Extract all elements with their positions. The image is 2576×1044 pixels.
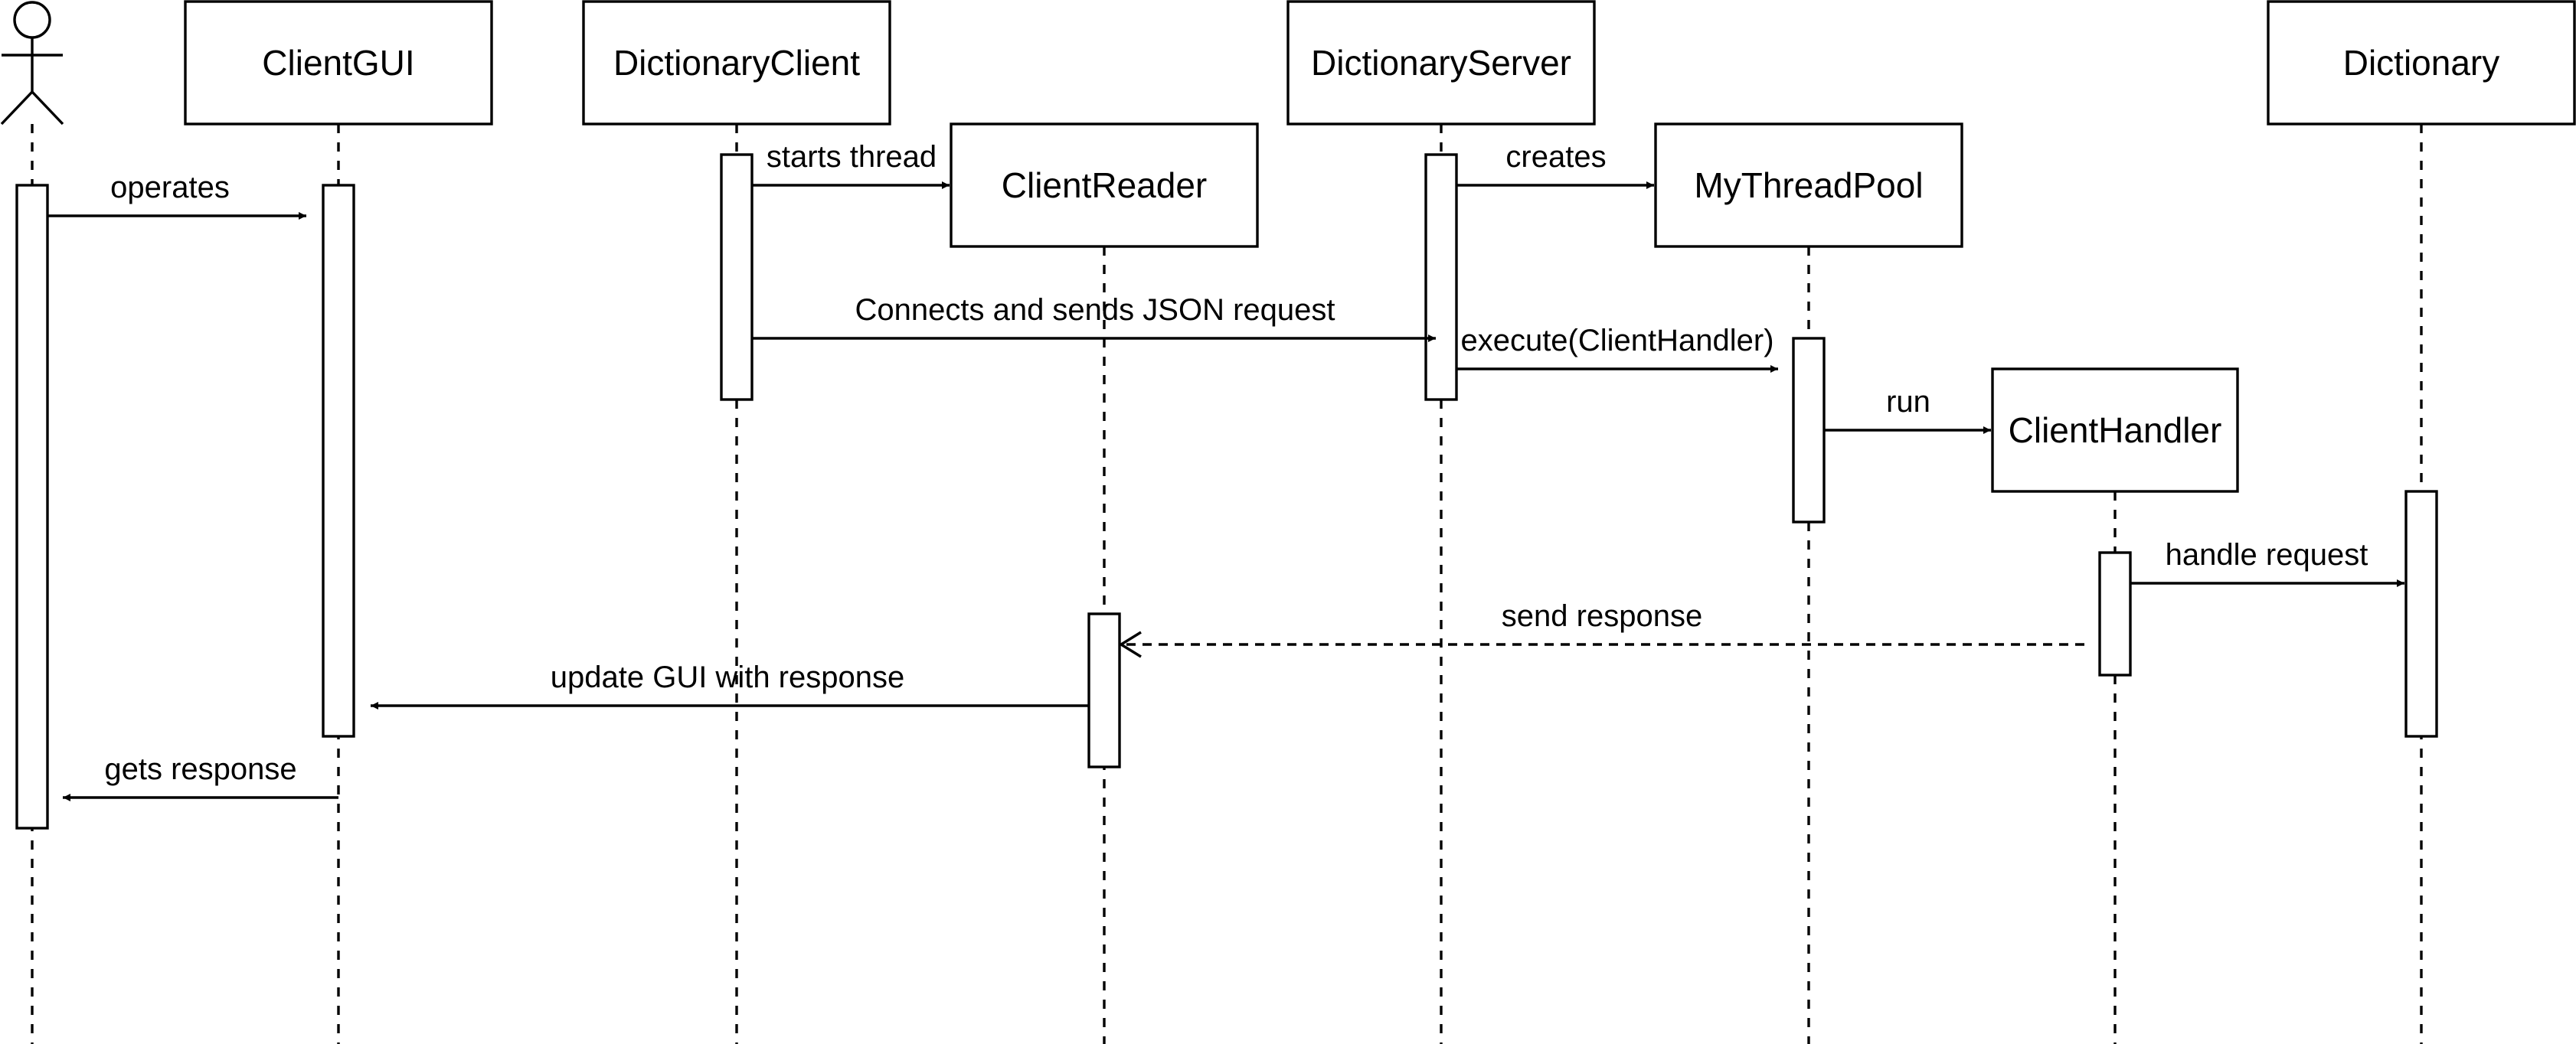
message-execute-clienthandler: execute(ClientHandler) [1456, 324, 1778, 373]
participant-label: ClientHandler [2009, 410, 2222, 450]
activation-clientgui [322, 184, 355, 738]
participant-dictionaryserver: DictionaryServer [1286, 0, 1596, 126]
activation-dictionaryserver [1424, 153, 1458, 401]
message-label: execute(ClientHandler) [1460, 324, 1773, 357]
message-label: starts thread [767, 140, 937, 174]
participant-clientgui: ClientGUI [184, 0, 493, 126]
participant-clientreader: ClientReader [950, 122, 1259, 248]
message-send-response: send response [1118, 599, 2084, 658]
participant-label: ClientReader [1002, 165, 1207, 205]
message-label: run [1886, 385, 1930, 419]
participant-label: ClientGUI [262, 43, 414, 83]
message-label: Connects and sends JSON request [855, 293, 1335, 327]
participant-mythreadpool: MyThreadPool [1654, 122, 1963, 248]
message-label: send response [1502, 599, 1702, 633]
activation-clientreader [1087, 612, 1121, 768]
message-operates: operates [47, 171, 306, 220]
message-handle-request: handle request [2130, 538, 2404, 587]
message-label: operates [110, 171, 230, 204]
activation-mythreadpool [1792, 337, 1826, 524]
activation-clienthandler [2098, 551, 2132, 677]
activation-dictionary [2404, 490, 2438, 738]
message-gets-response: gets response [63, 752, 338, 801]
message-creates: creates [1456, 140, 1654, 189]
participant-dictionary: Dictionary [2267, 0, 2576, 126]
participant-label: MyThreadPool [1694, 165, 1923, 205]
message-starts-thread: starts thread [752, 140, 950, 189]
activation-dictionaryclient [720, 153, 754, 401]
participant-label: Dictionary [2343, 43, 2500, 83]
participant-clienthandler: ClientHandler [1991, 367, 2239, 493]
participant-label: DictionaryServer [1311, 43, 1571, 83]
message-label: creates [1505, 140, 1606, 174]
message-label: gets response [104, 752, 296, 786]
message-label: update GUI with response [551, 661, 904, 694]
participant-label: DictionaryClient [613, 43, 860, 83]
activation-actor [15, 184, 49, 830]
message-connects-and-sends-json-request: Connects and sends JSON request [752, 293, 1436, 342]
actor-stick-figure-icon [0, 1, 64, 126]
participant-dictionaryclient: DictionaryClient [582, 0, 891, 126]
message-update-gui-with-response: update GUI with response [371, 661, 1089, 710]
message-label: handle request [2166, 538, 2368, 572]
message-run: run [1824, 385, 1991, 434]
